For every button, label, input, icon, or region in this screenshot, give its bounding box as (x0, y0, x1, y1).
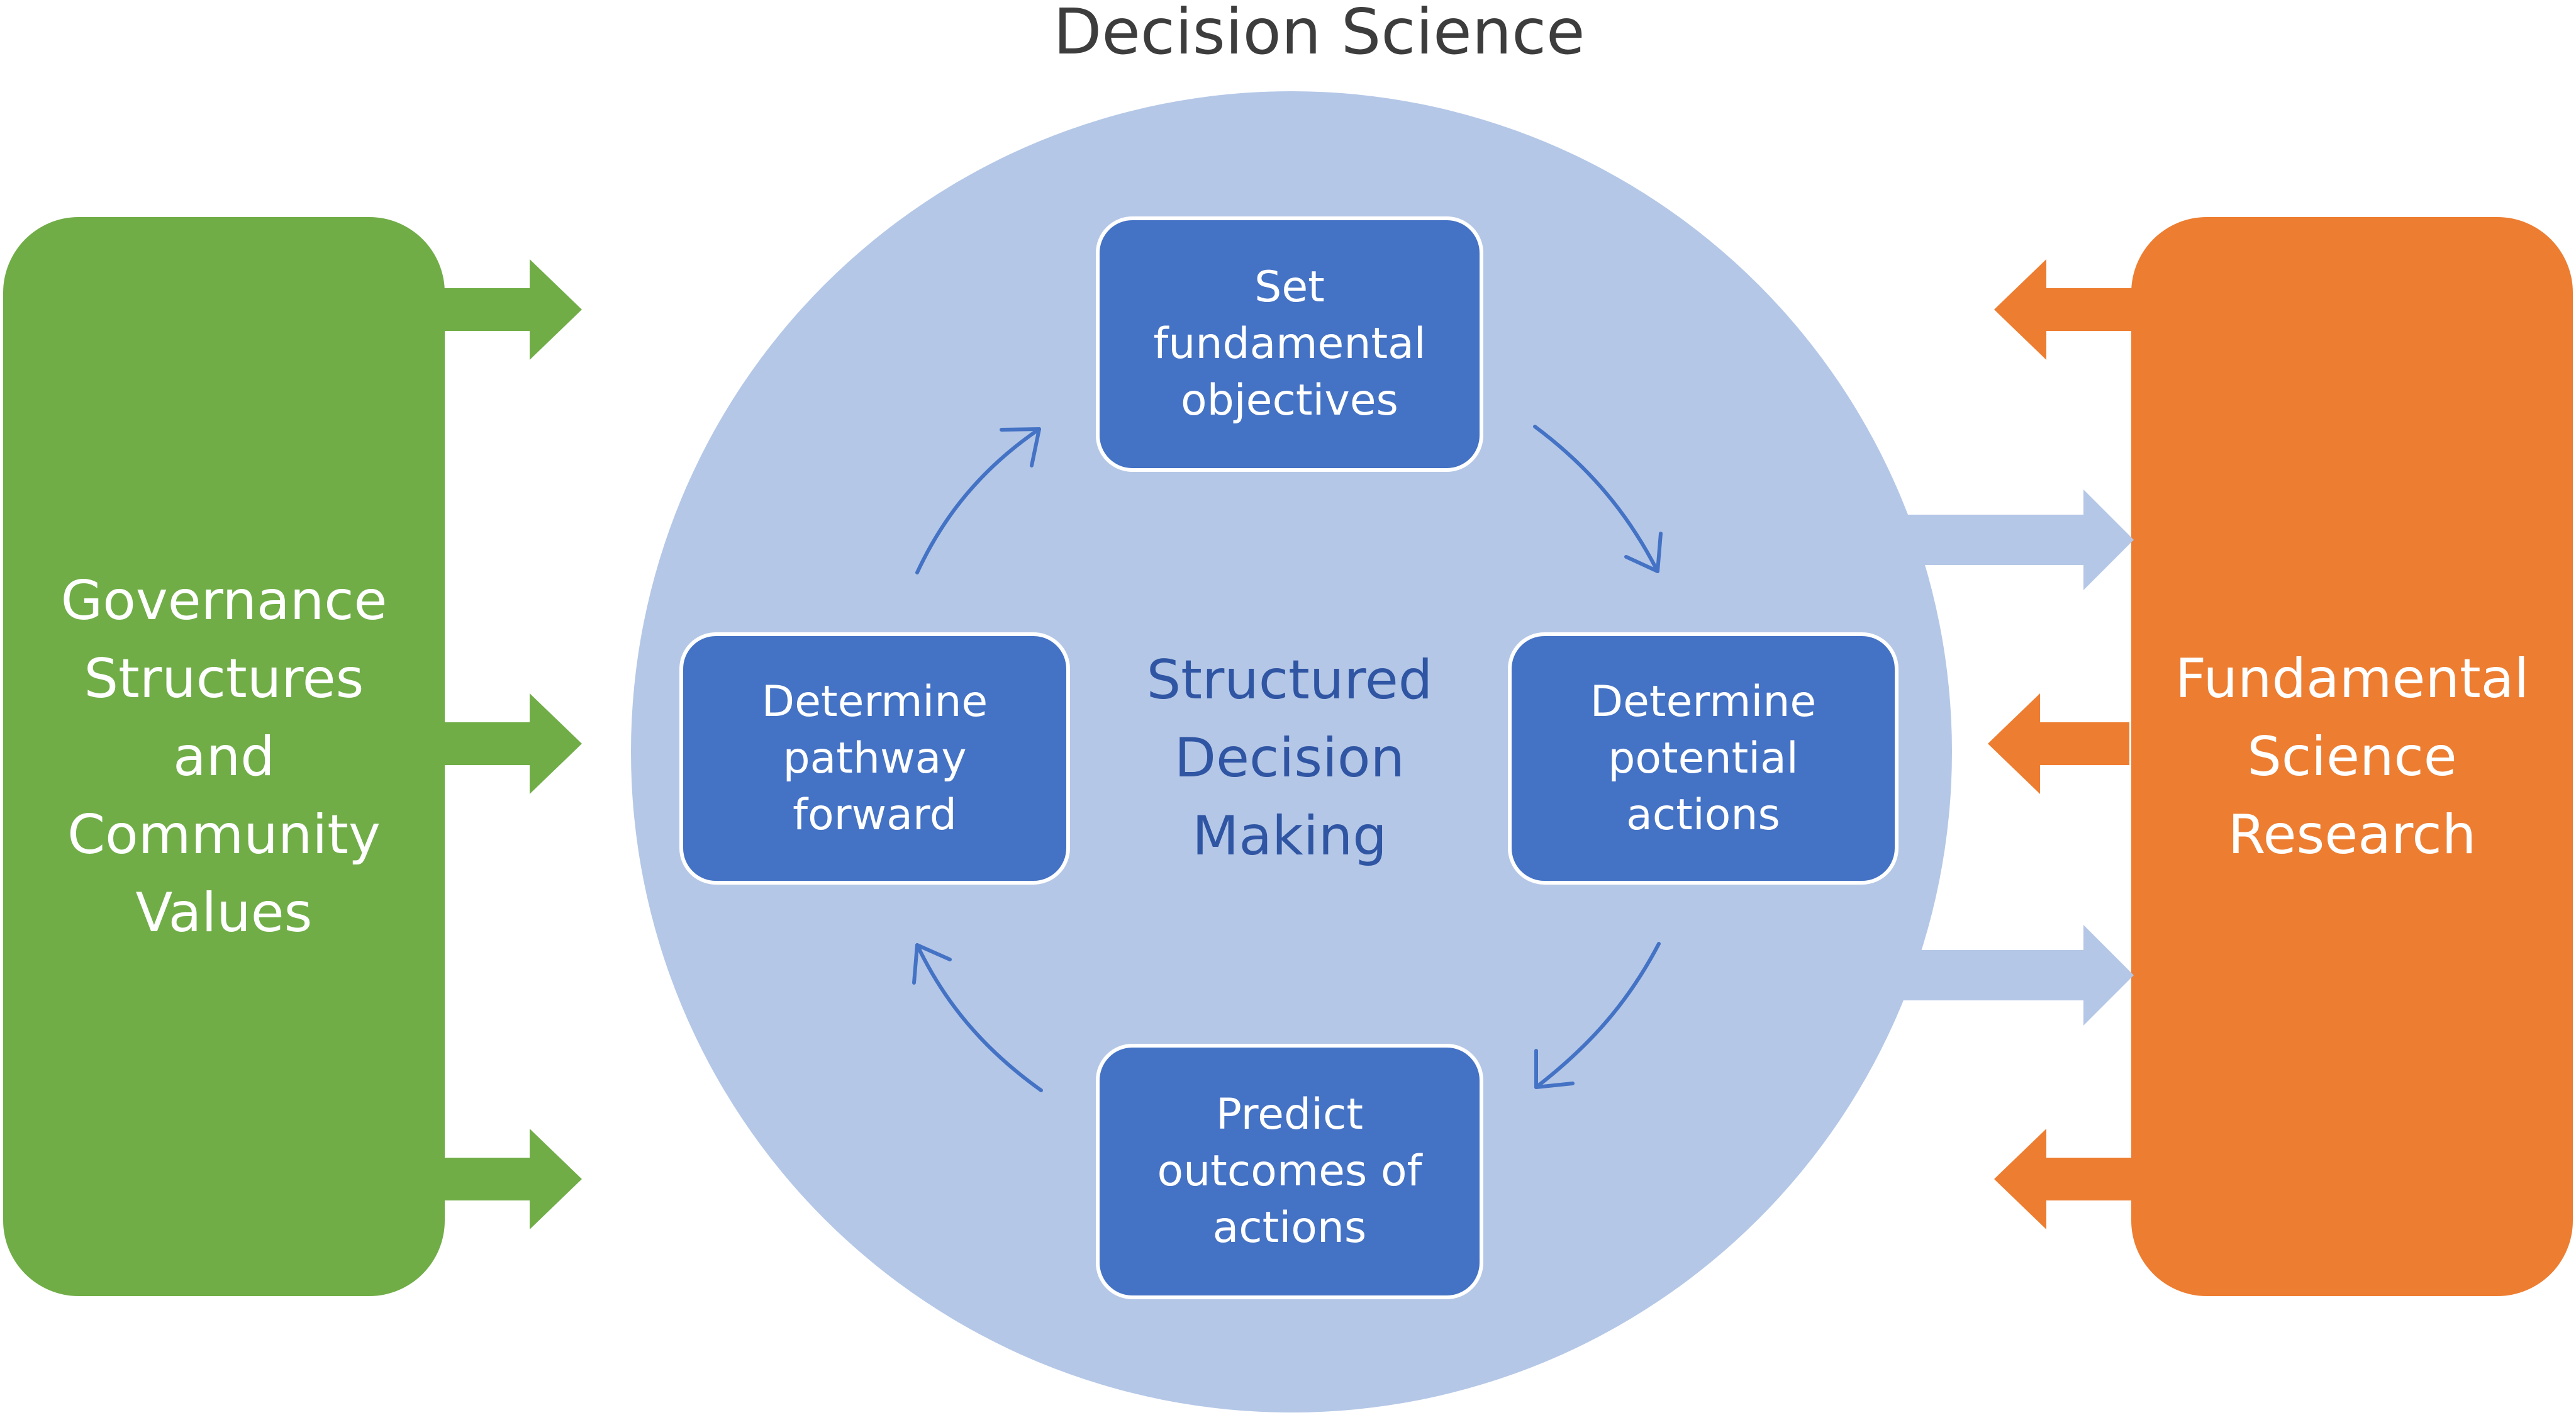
block-arrow-icon (440, 693, 582, 794)
governance-box (3, 217, 445, 1296)
curved-arrow-icon (915, 427, 1041, 574)
step-label-outcomes: Predict outcomes of actions (1157, 1090, 1422, 1253)
curved-arrow-icon (1533, 425, 1659, 573)
curved-arrow-icon (912, 943, 952, 985)
step-label-actions: Determine potential actions (1590, 676, 1817, 840)
block-arrow-icon (1900, 489, 2134, 590)
curved-arrow-icon (1534, 1049, 1575, 1089)
block-arrow-icon (440, 259, 582, 360)
block-arrow-icon (1988, 693, 2129, 794)
step-box-outcomes (1096, 1044, 1483, 1299)
step-box-pathway (679, 632, 1070, 885)
curved-arrow-icon (915, 943, 1043, 1092)
step-label-pathway: Determine pathway forward (761, 676, 988, 840)
center-label: Structured Decision Making (1146, 649, 1433, 868)
research-box (2131, 217, 2573, 1296)
decision-science-circle (631, 91, 1952, 1412)
block-arrow-icon (1900, 925, 2134, 1026)
curved-arrow-icon (1000, 427, 1041, 467)
block-arrow-icon (1994, 1129, 2136, 1229)
curved-arrow-icon (1624, 532, 1663, 573)
research-label: Fundamental Science Research (2175, 647, 2529, 866)
block-arrow-icon (440, 1129, 582, 1229)
curved-arrow-icon (1534, 942, 1661, 1089)
step-label-objectives: Set fundamental objectives (1153, 262, 1426, 425)
page-title: Decision Science (1053, 0, 1585, 69)
step-box-actions (1508, 632, 1899, 885)
governance-label: Governance Structures and Community Valu… (60, 569, 388, 944)
step-box-objectives (1096, 216, 1483, 472)
block-arrow-icon (1994, 259, 2136, 360)
